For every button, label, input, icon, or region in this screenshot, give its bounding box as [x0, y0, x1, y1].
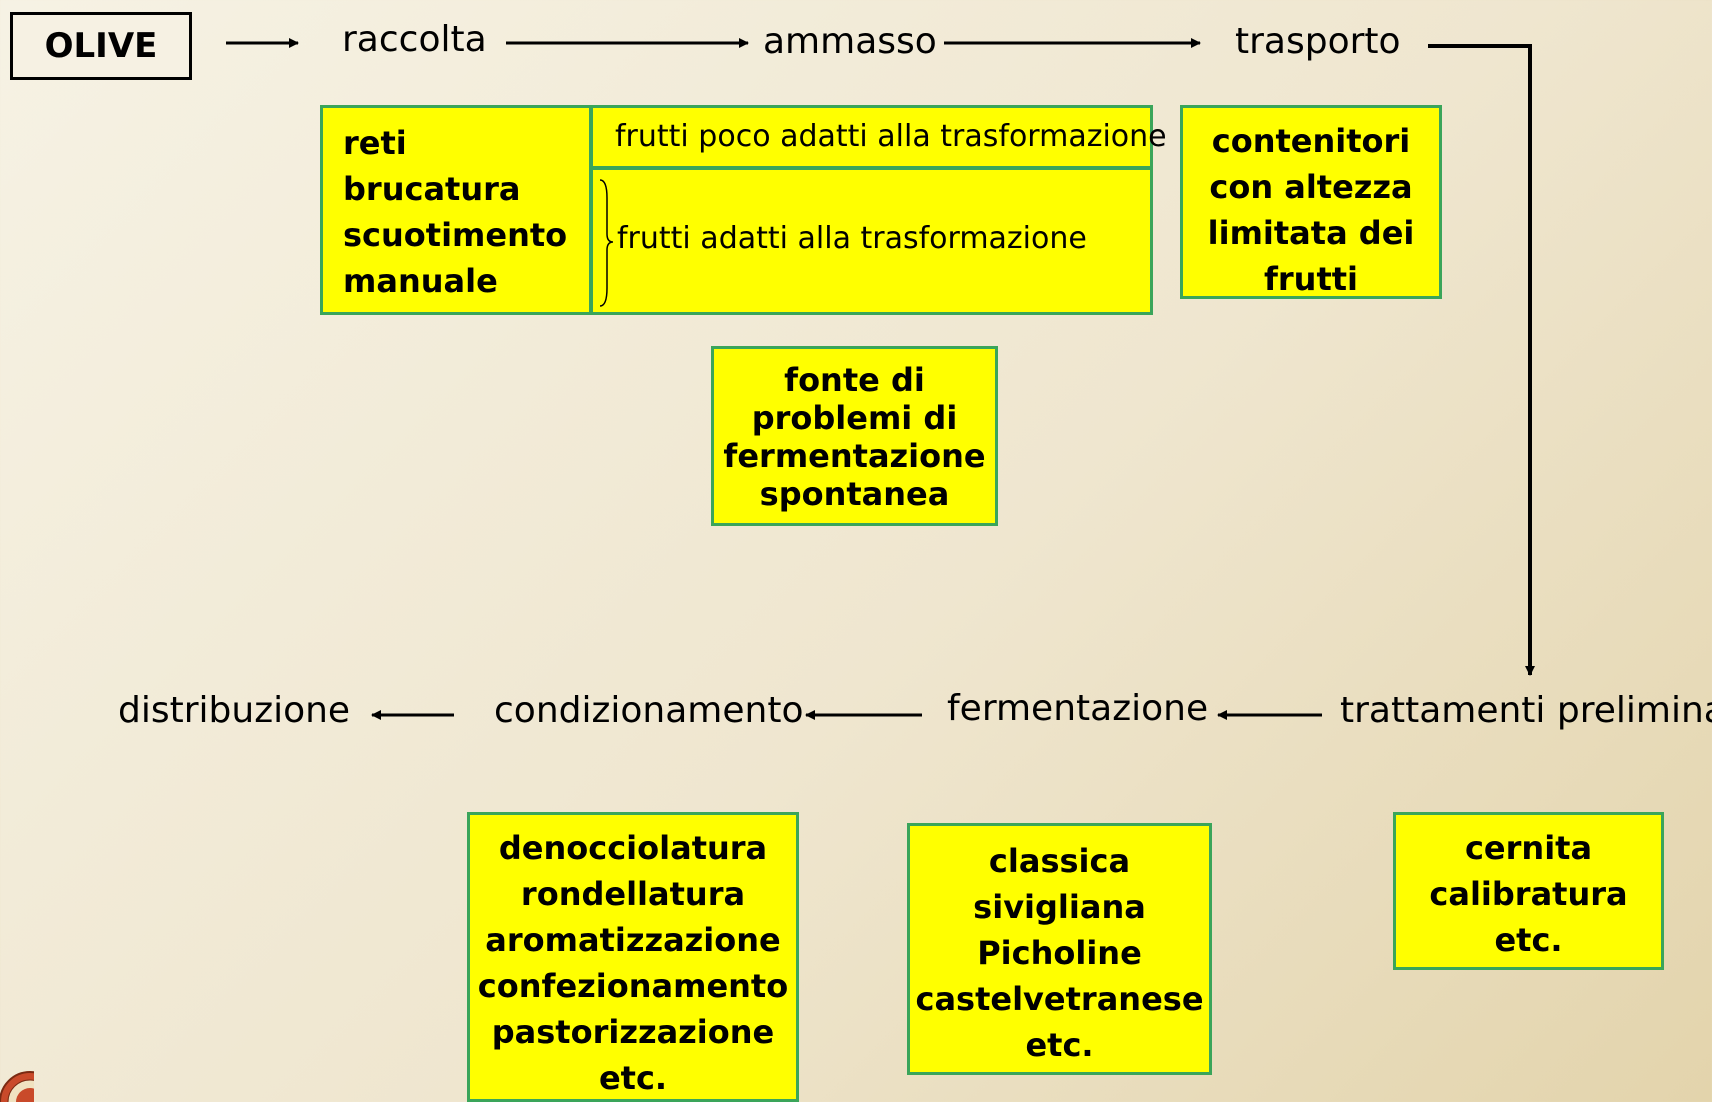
brace-icon: [599, 179, 614, 307]
step-ammasso: ammasso: [763, 21, 937, 62]
warning-line: spontanea: [759, 475, 950, 513]
fermentation-warning-box: fonte di problemi di fermentazione spont…: [711, 346, 998, 526]
step-condizionamento: condizionamento: [494, 690, 804, 731]
container-line: contenitori: [1211, 122, 1411, 160]
warning-line: fermentazione: [723, 437, 986, 475]
process-line: pastorizzazione: [491, 1013, 775, 1051]
container-line: limitata dei: [1207, 214, 1415, 252]
warning-line: fonte di: [784, 361, 925, 399]
arrow-trasporto-to-trattamenti: [1428, 44, 1535, 676]
treatment-line: calibratura: [1429, 875, 1628, 913]
treatment-line: cernita: [1464, 829, 1593, 867]
trattamenti-box: cernita calibratura etc.: [1393, 812, 1664, 970]
process-line: confezionamento: [477, 967, 789, 1005]
condizionamento-box: denocciolatura rondellatura aromatizzazi…: [467, 812, 799, 1102]
university-seal-logo: [0, 1071, 34, 1102]
fermentazione-types-box: classica sivigliana Picholine castelvetr…: [907, 823, 1212, 1075]
process-line: rondellatura: [520, 875, 746, 913]
container-line: con altezza: [1209, 168, 1413, 206]
step-fermentazione: fermentazione: [947, 688, 1209, 729]
type-line: castelvetranese: [915, 980, 1204, 1018]
type-line: etc.: [1025, 1026, 1094, 1064]
warning-line: problemi di: [751, 399, 958, 437]
type-line: sivigliana: [973, 888, 1146, 926]
method-item: reti: [343, 124, 407, 162]
raccolta-methods-box: reti brucatura scuotimento manuale: [320, 105, 592, 315]
method-item: scuotimento: [343, 216, 568, 254]
good-fruit-label: frutti adatti alla trasformazione: [617, 221, 1087, 256]
step-trattamenti-preliminari: trattamenti preliminari: [1340, 690, 1712, 731]
treatment-line: etc.: [1494, 921, 1563, 959]
olive-start-box: OLIVE: [10, 12, 192, 80]
type-line: classica: [988, 842, 1131, 880]
trasporto-containers-box: contenitori con altezza limitata dei fru…: [1180, 105, 1442, 299]
method-item: manuale: [343, 262, 498, 300]
ammasso-poor-fruit-box: frutti poco adatti alla trasformazione: [590, 105, 1167, 169]
process-line: denocciolatura: [498, 829, 768, 867]
step-raccolta: raccolta: [342, 19, 487, 60]
type-line: Picholine: [977, 934, 1142, 972]
process-line: etc.: [598, 1059, 668, 1097]
container-line: frutti: [1263, 260, 1359, 298]
ammasso-good-fruit-box: frutti adatti alla trasformazione: [590, 167, 1153, 315]
step-distribuzione: distribuzione: [118, 690, 351, 731]
step-trasporto: trasporto: [1235, 21, 1401, 62]
poor-fruit-label: frutti poco adatti alla trasformazione: [615, 119, 1167, 154]
method-item: brucatura: [343, 170, 521, 208]
process-line: aromatizzazione: [485, 921, 781, 959]
